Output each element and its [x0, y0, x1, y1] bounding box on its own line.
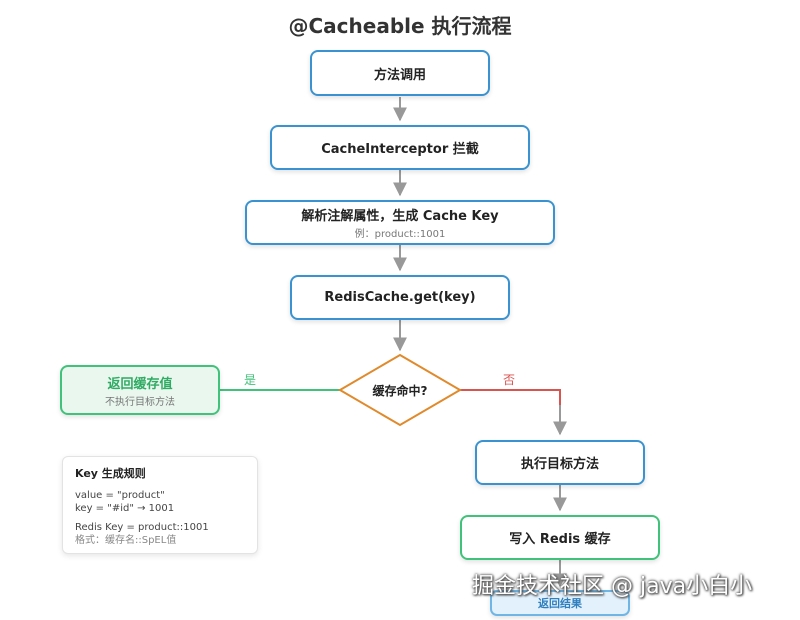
node-parse-annotation-label: 解析注解属性，生成 Cache Key: [301, 209, 499, 224]
node-redis-cache-get: RedisCache.get(key): [290, 275, 510, 320]
legend-redis-key-line: Redis Key = product::1001: [75, 522, 209, 533]
node-cache-interceptor: CacheInterceptor 拦截: [270, 125, 530, 170]
node-write-redis: 写入 Redis 缓存: [460, 515, 660, 560]
node-method-call: 方法调用: [310, 50, 490, 96]
node-return-result-label: 返回结果: [538, 597, 582, 610]
node-execute-target: 执行目标方法: [475, 440, 645, 485]
node-redis-cache-get-label: RedisCache.get(key): [324, 290, 476, 305]
legend-title: Key 生成规则: [75, 467, 146, 480]
watermark: 掘金技术社区 @ java小白小: [472, 574, 753, 599]
node-return-result: 返回结果: [490, 590, 630, 616]
node-return-cached-value-sub: 不执行目标方法: [105, 396, 175, 408]
node-method-call-label: 方法调用: [373, 67, 426, 83]
node-parse-annotation-example: 例：product::1001: [354, 229, 446, 240]
edge-label-yes: 是: [244, 373, 257, 387]
node-write-redis-label: 写入 Redis 缓存: [509, 532, 611, 547]
legend-value-line: value = "product": [75, 490, 165, 501]
node-return-cached-value: 返回缓存值 不执行目标方法: [60, 365, 220, 415]
edge-label-no: 否: [503, 373, 516, 387]
edge-no-line: [460, 389, 561, 434]
key-rule-legend: Key 生成规则 value = "product" key = "#id" →…: [62, 456, 258, 554]
node-cache-interceptor-label: CacheInterceptor 拦截: [321, 142, 479, 157]
decision-cache-hit-label: 缓存命中?: [372, 383, 428, 398]
legend-key-line: key = "#id" → 1001: [75, 503, 175, 514]
node-parse-annotation: 解析注解属性，生成 Cache Key 例：product::1001: [245, 200, 555, 245]
node-return-cached-value-label: 返回缓存值: [107, 376, 173, 392]
node-execute-target-label: 执行目标方法: [520, 457, 599, 472]
decision-diamond: [338, 353, 462, 427]
legend-format-line: 格式：缓存名::SpEL值: [75, 535, 177, 546]
diagram-title: @Cacheable 执行流程: [288, 14, 512, 38]
